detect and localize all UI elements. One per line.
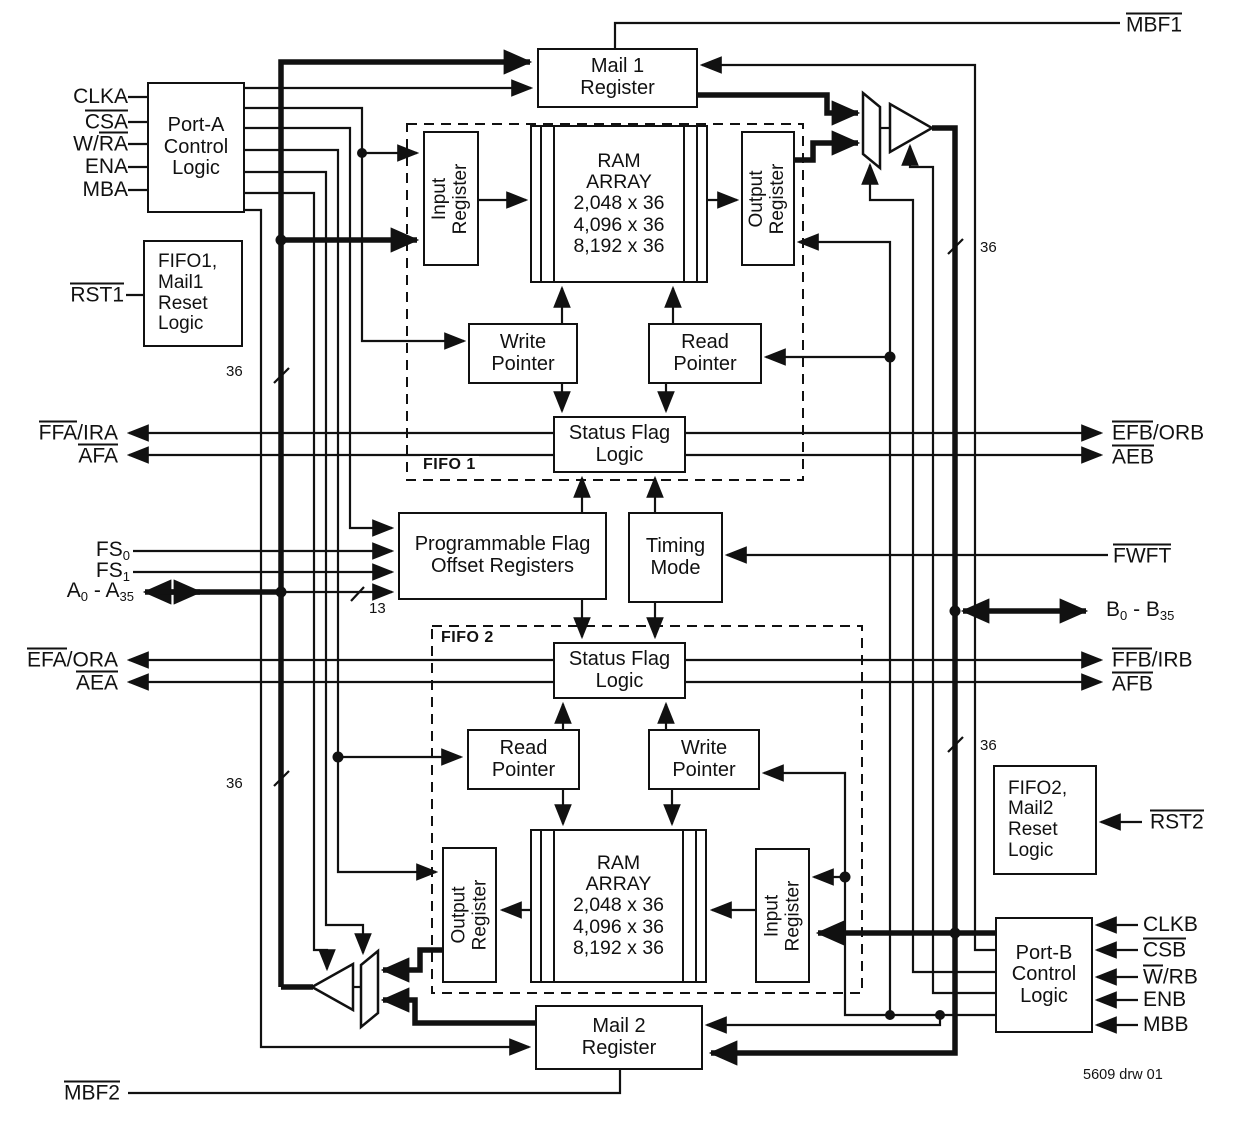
signal-label-rst1: RST1 [70,282,124,307]
signal-label-ena: ENA [84,155,128,179]
signal-label-mbf2: MBF2 [63,1080,120,1105]
signal-label-aeb: AEB [1112,444,1155,469]
signal-label-clka: CLKA [73,85,128,109]
bus-width-13-offset: 13 [369,600,386,617]
region-label-fifo1: FIFO 1 [420,456,479,474]
signal-label-afa: AFA [78,443,118,468]
signal-label-csa: CSA [84,109,128,134]
signal-label-clkb: CLKB [1143,913,1198,937]
bus-width-36-a-lower: 36 [226,775,243,792]
bus-width-36-b-upper: 36 [980,239,997,256]
signal-label-wrb: W/RB [1143,964,1198,989]
fifo2-region-outline [431,625,863,994]
signal-label-ffa-ira: FFA/IRA [38,420,118,445]
bus-width-36-b-lower: 36 [980,737,997,754]
tristate-buffer-bottom [309,948,380,1030]
tristate-buffer-top [861,90,935,171]
signal-label-mba: MBA [82,178,128,202]
signal-label-fwft: FWFT [1113,543,1172,568]
signal-label-a-bus: A0 - A35 [66,579,134,605]
signal-label-csb: CSB [1143,937,1187,962]
bus-width-36-a-upper: 36 [226,363,243,380]
signal-label-enb: ENB [1143,988,1187,1012]
signal-label-efb-orb: EFB/ORB [1112,420,1205,445]
signal-label-mbb: MBB [1143,1013,1189,1037]
signal-label-rst2: RST2 [1150,809,1204,834]
signal-label-fs1: FS1 [95,559,130,585]
signal-label-mbf1: MBF1 [1126,12,1183,37]
region-label-fifo2: FIFO 2 [438,629,497,647]
signal-label-b-bus: B0 - B35 [1106,598,1175,624]
signal-label-aea: AEA [75,670,118,695]
signal-label-ffb-irb: FFB/IRB [1112,647,1193,672]
signal-label-wra: W/RA [73,131,128,156]
signal-label-fs0: FS0 [95,538,130,564]
signal-label-efa-ora: EFA/ORA [26,647,118,672]
drawing-number: 5609 drw 01 [1083,1067,1163,1083]
fifo1-region-outline [406,123,804,481]
signal-label-afb: AFB [1112,671,1153,696]
